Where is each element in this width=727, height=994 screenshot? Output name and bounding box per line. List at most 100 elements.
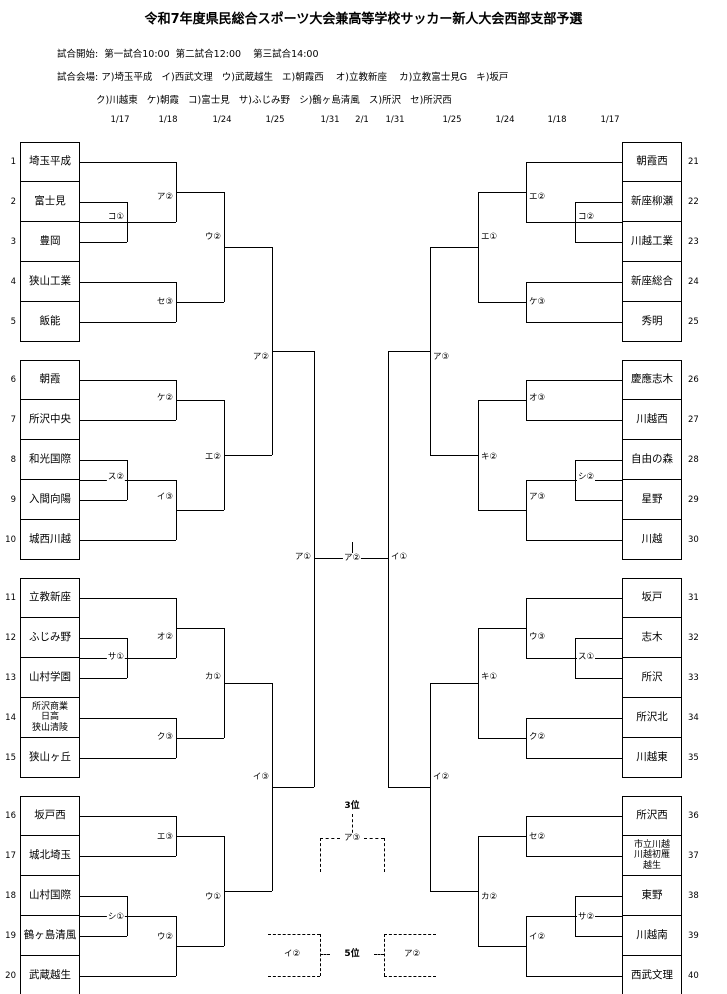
team-cell[interactable]: 豊岡 <box>20 222 80 262</box>
team-cell[interactable]: 狭山ヶ丘 <box>20 738 80 778</box>
team-cell[interactable]: 城北埼玉 <box>20 836 80 876</box>
team-cell[interactable]: 新座総合 <box>622 262 682 302</box>
team-name: 所沢商業日高狭山清陵 <box>31 701 68 733</box>
bracket-hline <box>224 891 272 892</box>
bracket-hline <box>478 192 526 193</box>
team-cell[interactable]: 富士見 <box>20 182 80 222</box>
bracket-hline <box>80 500 127 501</box>
seed-number: 1 <box>10 157 16 167</box>
venue-code-L-r2-c: ケ② <box>155 393 174 403</box>
team-cell[interactable]: 西武文理 <box>622 956 682 994</box>
team-name: 武蔵越生 <box>29 969 71 982</box>
team-name: 川越工業 <box>631 234 673 247</box>
venue-code-R-semi: イ① <box>390 552 409 562</box>
bracket-hline <box>80 540 176 541</box>
bracket-hline <box>127 658 176 659</box>
venue-code-L-r2-g: エ③ <box>155 832 174 842</box>
team-name: 慶應志木 <box>631 372 673 385</box>
team-cell[interactable]: 山村国際 <box>20 876 80 916</box>
team-cell[interactable]: 所沢西 <box>622 796 682 836</box>
team-cell[interactable]: 所沢北 <box>622 698 682 738</box>
team-cell[interactable]: 川越南 <box>622 916 682 956</box>
team-name: 新座総合 <box>631 274 673 287</box>
team-name: 坂戸 <box>641 590 663 603</box>
date-label-1: 1/18 <box>158 115 178 125</box>
team-cell[interactable]: 立教新座 <box>20 578 80 618</box>
team-cell[interactable]: 坂戸西 <box>20 796 80 836</box>
seed-number: 8 <box>10 455 16 465</box>
seed-number: 5 <box>10 317 16 327</box>
team-cell[interactable]: 自由の森 <box>622 440 682 480</box>
team-cell[interactable]: 川越東 <box>622 738 682 778</box>
team-cell[interactable]: 城西川越 <box>20 520 80 560</box>
venue-code-L-r3-a: ウ② <box>203 232 222 242</box>
team-cell[interactable]: 坂戸 <box>622 578 682 618</box>
venue-code-R-r2-f: ク② <box>528 732 547 742</box>
third-place-stem <box>352 814 353 838</box>
team-cell[interactable]: 埼玉平成 <box>20 142 80 182</box>
bracket-hline <box>526 222 575 223</box>
team-cell[interactable]: 朝霞西 <box>622 142 682 182</box>
venue-code-L-r1-c: サ① <box>106 652 125 662</box>
bracket-hline <box>526 916 575 917</box>
seed-number: 14 <box>5 713 16 723</box>
team-name: 城北埼玉 <box>29 848 71 861</box>
team-group-box <box>20 360 80 560</box>
team-cell[interactable]: 新座柳瀬 <box>622 182 682 222</box>
team-cell[interactable]: 朝霞 <box>20 360 80 400</box>
team-name: 自由の森 <box>631 452 673 465</box>
team-cell[interactable]: 川越工業 <box>622 222 682 262</box>
date-label-4: 1/31 <box>320 115 340 125</box>
team-cell[interactable]: 飯能 <box>20 302 80 342</box>
team-cell[interactable]: 和光国際 <box>20 440 80 480</box>
team-cell[interactable]: 狭山工業 <box>20 262 80 302</box>
team-cell[interactable]: 川越 <box>622 520 682 560</box>
bracket-hline <box>478 738 526 739</box>
team-cell[interactable]: 星野 <box>622 480 682 520</box>
bracket-vline <box>388 351 389 787</box>
seed-number: 15 <box>5 753 16 763</box>
team-cell[interactable]: 秀明 <box>622 302 682 342</box>
bracket-vline-dashed <box>320 934 321 976</box>
venue-code-L-r2-h: ウ② <box>155 932 174 942</box>
venue-code-R-r2-h: イ② <box>528 932 547 942</box>
team-cell[interactable]: 川越西 <box>622 400 682 440</box>
team-name: 豊岡 <box>39 234 61 247</box>
team-name: 朝霞 <box>39 372 61 385</box>
seed-number: 16 <box>5 811 16 821</box>
third-place-top-left <box>320 838 340 839</box>
team-cell[interactable]: 武蔵越生 <box>20 956 80 994</box>
fifth-place-right-code: ア② <box>402 949 422 959</box>
team-name: 坂戸西 <box>34 808 66 821</box>
team-name: 秀明 <box>641 315 663 328</box>
team-cell[interactable]: 慶應志木 <box>622 360 682 400</box>
venue-code-L-r3-b: エ② <box>203 452 222 462</box>
team-cell[interactable]: 市立川越川越初雁越生 <box>622 836 682 876</box>
bracket-hline <box>80 976 176 977</box>
team-cell[interactable]: 入間向陽 <box>20 480 80 520</box>
bracket-vline <box>352 542 353 558</box>
team-cell[interactable]: 志木 <box>622 618 682 658</box>
final-match-code: ア② <box>342 553 362 563</box>
bracket-hline <box>478 946 526 947</box>
team-cell[interactable]: 山村学園 <box>20 658 80 698</box>
team-cell[interactable]: 東野 <box>622 876 682 916</box>
team-name: 新座柳瀬 <box>631 194 673 207</box>
date-label-0: 1/17 <box>110 115 130 125</box>
team-cell[interactable]: ふじみ野 <box>20 618 80 658</box>
team-group-box <box>20 142 80 342</box>
bracket-hline <box>575 500 622 501</box>
team-cell[interactable]: 所沢中央 <box>20 400 80 440</box>
seed-number: 29 <box>688 495 699 505</box>
bracket-hline-dashed <box>268 934 320 935</box>
bracket-hline <box>80 936 127 937</box>
team-cell[interactable]: 鶴ヶ島清風 <box>20 916 80 956</box>
bracket-hline <box>526 420 622 421</box>
seed-number: 40 <box>688 971 699 981</box>
team-cell[interactable]: 所沢 <box>622 658 682 698</box>
seed-number: 18 <box>5 891 16 901</box>
team-cell[interactable]: 所沢商業日高狭山清陵 <box>20 698 80 738</box>
bracket-hline <box>388 351 430 352</box>
third-place-title: 3位 <box>342 801 362 811</box>
bracket-hline-dashed <box>384 934 436 935</box>
